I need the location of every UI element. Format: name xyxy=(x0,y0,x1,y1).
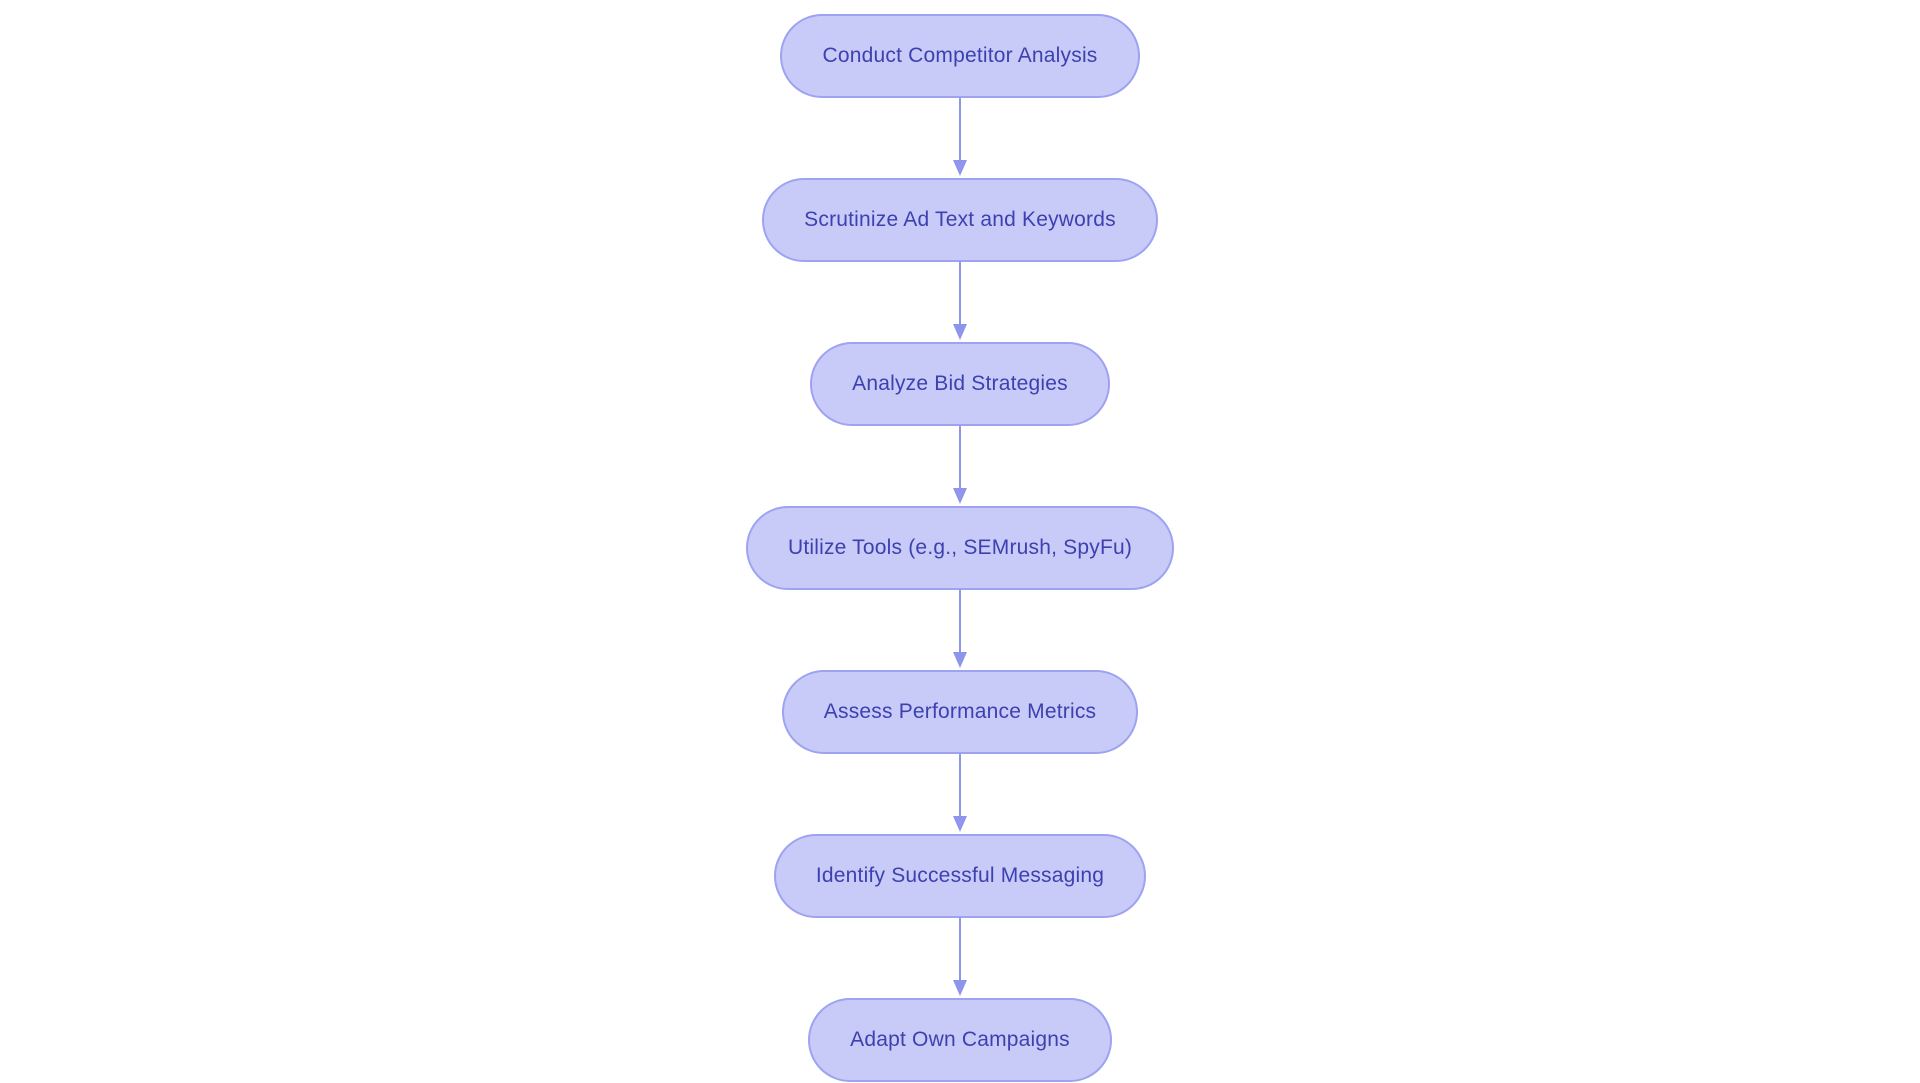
arrow-line xyxy=(959,262,961,324)
arrow-line xyxy=(959,426,961,488)
arrow-head-icon xyxy=(953,980,967,996)
flow-node-6: Identify Successful Messaging xyxy=(773,834,1147,918)
arrow-head-icon xyxy=(953,652,967,668)
flow-node-1: Conduct Competitor Analysis xyxy=(780,14,1140,98)
arrow-line xyxy=(959,754,961,816)
flow-arrow-4-5 xyxy=(953,590,967,670)
arrow-head-icon xyxy=(953,816,967,832)
flow-node-5: Assess Performance Metrics xyxy=(781,670,1139,754)
arrow-line xyxy=(959,918,961,980)
flow-node-2: Scrutinize Ad Text and Keywords xyxy=(762,178,1158,262)
flow-arrow-1-2 xyxy=(953,98,967,178)
arrow-head-icon xyxy=(953,488,967,504)
flow-node-4: Utilize Tools (e.g., SEMrush, SpyFu) xyxy=(745,506,1175,590)
arrow-head-icon xyxy=(953,160,967,176)
flow-arrow-6-7 xyxy=(953,918,967,998)
arrow-line xyxy=(959,590,961,652)
arrow-line xyxy=(959,98,961,160)
arrow-head-icon xyxy=(953,324,967,340)
flow-node-3: Analyze Bid Strategies xyxy=(810,342,1110,426)
flow-arrow-2-3 xyxy=(953,262,967,342)
flow-node-7: Adapt Own Campaigns xyxy=(808,998,1112,1082)
flow-arrow-5-6 xyxy=(953,754,967,834)
flow-arrow-3-4 xyxy=(953,426,967,506)
